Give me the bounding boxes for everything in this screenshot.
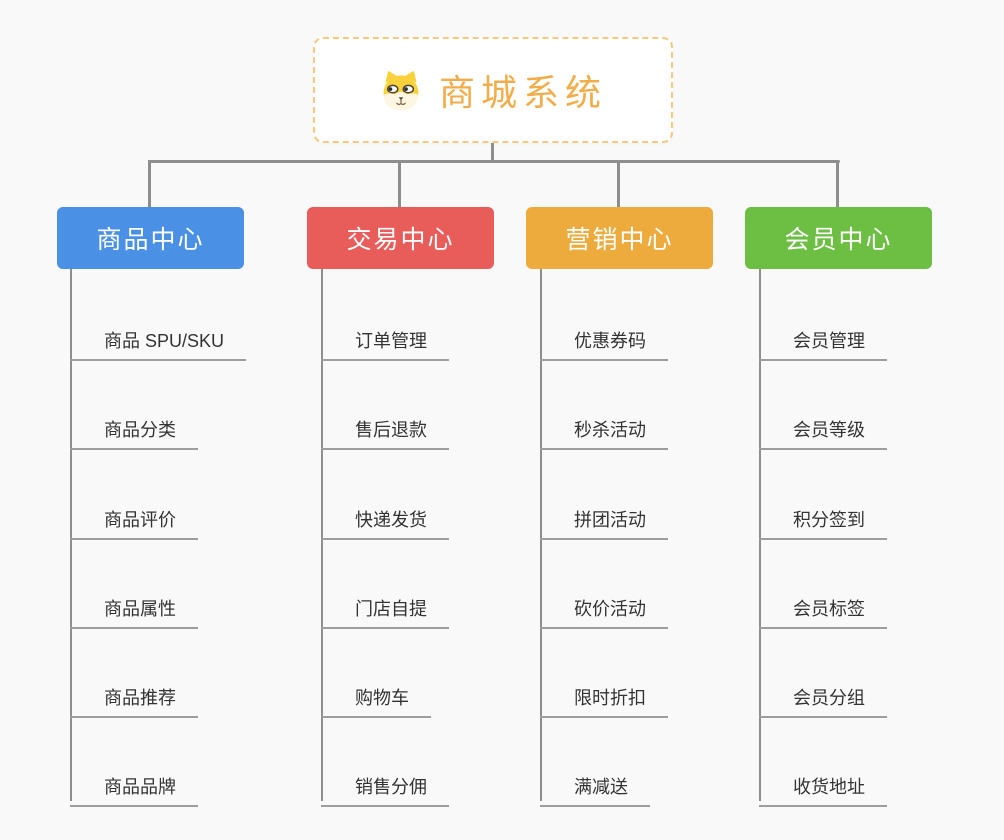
leaf-node-member-management[interactable]: 会员管理 — [759, 313, 887, 361]
connector-drop-marketing — [617, 160, 620, 207]
leaf-node-product-category[interactable]: 商品分类 — [70, 402, 198, 450]
leaf-node-product-attribute[interactable]: 商品属性 — [70, 581, 198, 629]
root-title: 商城系统 — [438, 72, 607, 113]
branch-node-product-center[interactable]: 商品中心 — [57, 207, 244, 269]
leaf-node-spend-save[interactable]: 满减送 — [540, 759, 650, 807]
leaf-node-bargain-activity[interactable]: 砍价活动 — [540, 581, 668, 629]
connector-drop-product — [148, 160, 151, 207]
leaf-node-coupon-code[interactable]: 优惠券码 — [540, 313, 668, 361]
leaf-node-limited-time-discount[interactable]: 限时折扣 — [540, 670, 668, 718]
leaf-node-product-brand[interactable]: 商品品牌 — [70, 759, 198, 807]
branch-node-marketing-center[interactable]: 营销中心 — [526, 207, 713, 269]
leaf-node-member-level[interactable]: 会员等级 — [759, 402, 887, 450]
leaf-node-member-tag[interactable]: 会员标签 — [759, 581, 887, 629]
connector-spine-product — [70, 269, 72, 801]
connector-rail — [149, 160, 840, 163]
connector-spine-member — [759, 269, 761, 801]
leaf-node-sales-commission[interactable]: 销售分佣 — [321, 759, 449, 807]
connector-spine-marketing — [540, 269, 542, 801]
root-node-mall-system[interactable]: 商城系统 — [313, 37, 673, 143]
leaf-node-express-delivery[interactable]: 快递发货 — [321, 492, 449, 540]
connector-spine-trade — [321, 269, 323, 801]
branch-node-trade-center[interactable]: 交易中心 — [307, 207, 494, 269]
leaf-node-product-review[interactable]: 商品评价 — [70, 492, 198, 540]
leaf-node-shopping-cart[interactable]: 购物车 — [321, 670, 431, 718]
leaf-node-product-spu-sku[interactable]: 商品 SPU/SKU — [70, 313, 247, 361]
leaf-node-store-pickup[interactable]: 门店自提 — [321, 581, 449, 629]
connector-root-stem — [491, 143, 494, 162]
leaf-node-product-recommend[interactable]: 商品推荐 — [70, 670, 198, 718]
branch-node-member-center[interactable]: 会员中心 — [745, 207, 932, 269]
connector-drop-member — [836, 160, 839, 207]
leaf-node-points-checkin[interactable]: 积分签到 — [759, 492, 887, 540]
leaf-node-after-sale-refund[interactable]: 售后退款 — [321, 402, 449, 450]
dog-face-icon — [379, 68, 423, 112]
leaf-node-shipping-address[interactable]: 收货地址 — [759, 759, 887, 807]
leaf-node-flash-sale[interactable]: 秒杀活动 — [540, 402, 668, 450]
connector-drop-trade — [398, 160, 401, 207]
leaf-node-order-management[interactable]: 订单管理 — [321, 313, 449, 361]
leaf-node-group-buy[interactable]: 拼团活动 — [540, 492, 668, 540]
leaf-node-member-group[interactable]: 会员分组 — [759, 670, 887, 718]
